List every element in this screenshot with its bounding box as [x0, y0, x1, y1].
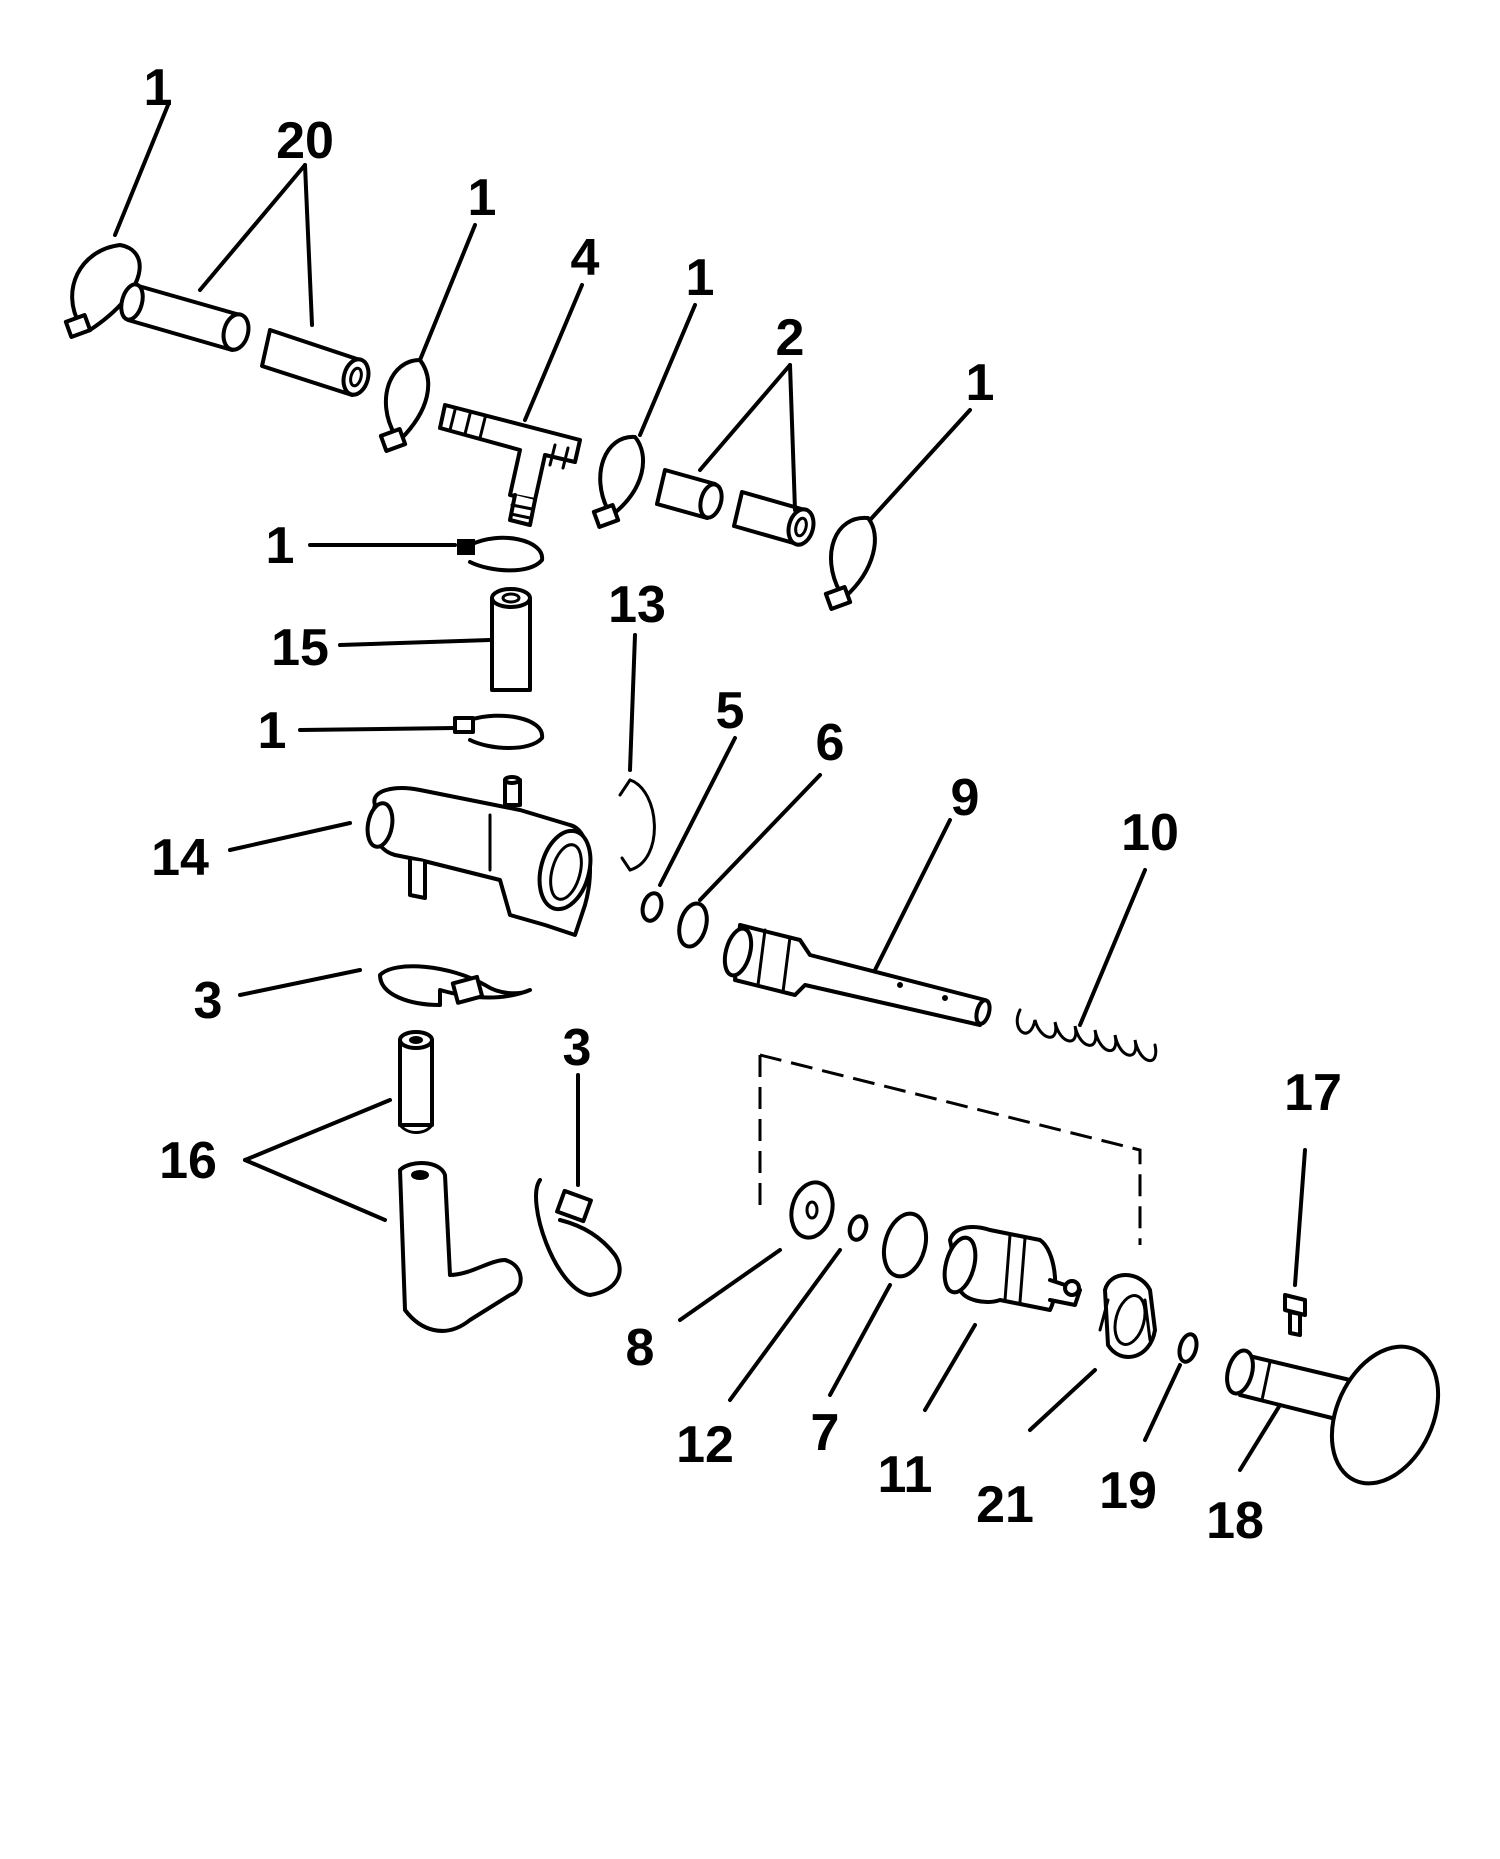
clamp-part-3b [534, 1178, 622, 1297]
callout-7: 7 [811, 1404, 840, 1462]
washer-part-8 [789, 1180, 835, 1240]
o-ring-part-5 [640, 891, 664, 923]
callout-3b: 3 [563, 1019, 592, 1077]
callout-4: 4 [571, 229, 600, 287]
callout-19: 19 [1099, 1462, 1157, 1520]
knob-part-18 [1225, 1344, 1441, 1486]
hose-part-2a [655, 468, 724, 520]
hose-part-20b [260, 328, 371, 397]
callout-11: 11 [878, 1446, 933, 1504]
clamp-part-1c [591, 434, 646, 529]
hose-part-16b [398, 1161, 523, 1333]
callout-16: 16 [159, 1132, 217, 1190]
callout-10: 10 [1121, 804, 1179, 862]
callout-18: 18 [1206, 1492, 1264, 1550]
callout-1f: 1 [258, 702, 287, 760]
callout-17: 17 [1284, 1064, 1342, 1122]
callout-13: 13 [608, 576, 666, 634]
callout-5: 5 [716, 682, 745, 740]
spring-part-10 [1015, 1008, 1158, 1063]
o-ring-part-7 [881, 1211, 929, 1279]
clamp-part-1f [453, 713, 545, 750]
dashed-assembly-outline [758, 1053, 1142, 1245]
callout-1c: 1 [686, 249, 715, 307]
callout-8: 8 [626, 1319, 655, 1377]
valve-body-part-14 [365, 775, 593, 937]
callout-2: 2 [776, 309, 805, 367]
callout-21: 21 [976, 1476, 1034, 1534]
o-ring-part-12 [847, 1214, 869, 1242]
callout-14: 14 [151, 829, 209, 887]
nut-part-21 [1098, 1273, 1157, 1359]
tee-fitting-part-4 [438, 403, 582, 527]
o-ring-part-19 [1177, 1332, 1199, 1364]
hose-part-15 [490, 587, 532, 692]
leader-lines [113, 103, 1307, 1472]
clamp-part-1e [457, 535, 545, 573]
callout-1d: 1 [966, 354, 995, 412]
callout-12: 12 [676, 1416, 734, 1474]
hose-part-20a [119, 282, 251, 352]
callout-1e: 1 [266, 517, 295, 575]
clamp-part-1d [823, 515, 877, 611]
o-ring-part-6 [677, 901, 709, 949]
screw-part-17 [1283, 1293, 1307, 1337]
retaining-ring-part-13 [618, 778, 656, 872]
callout-15: 15 [271, 619, 329, 677]
hose-part-2b [732, 490, 816, 547]
callout-6: 6 [816, 714, 845, 772]
hose-part-16a [398, 1030, 434, 1134]
clamp-part-1b [378, 358, 431, 453]
callout-1a: 1 [144, 59, 173, 117]
callout-1b: 1 [468, 169, 497, 227]
callout-9: 9 [951, 769, 980, 827]
shaft-part-9 [722, 923, 992, 1027]
callout-3a: 3 [194, 972, 223, 1030]
clamp-part-3a [378, 964, 532, 1007]
callout-labels: 1 20 1 4 1 2 1 1 15 13 1 5 6 9 10 14 3 3… [144, 59, 1342, 1550]
fitting-part-11 [942, 1225, 1082, 1312]
callout-20: 20 [276, 112, 334, 170]
